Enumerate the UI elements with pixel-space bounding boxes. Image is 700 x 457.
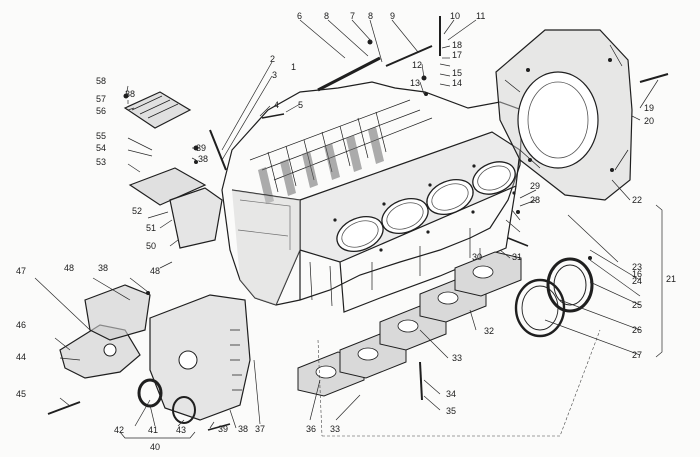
tie-rods [47, 16, 669, 431]
callout-label: 47 [16, 266, 26, 276]
callout-label: 21 [666, 274, 676, 284]
callout-label: 11 [476, 11, 485, 21]
flywheel-housing [495, 29, 633, 201]
callout-label: 13 [410, 78, 420, 88]
callout-label: 38 [98, 263, 108, 273]
seal-rings [514, 257, 594, 338]
callout-label: 50 [146, 241, 156, 251]
callout-label: 32 [484, 326, 494, 336]
callout-label: 39 [196, 143, 206, 153]
callout-label: 29 [530, 181, 540, 191]
cylinder-block [221, 81, 523, 313]
leader-lines [34, 19, 659, 429]
callout-label: 20 [644, 116, 654, 126]
callout-label: 28 [530, 195, 540, 205]
timing-cover [149, 294, 251, 421]
callout-label: 34 [446, 389, 456, 399]
callout-label: 53 [96, 157, 106, 167]
callout-label: 26 [632, 325, 642, 335]
callout-label: 48 [150, 266, 160, 276]
callout-label: 55 [96, 131, 106, 141]
callout-label: 8 [324, 11, 329, 21]
callout-label: 35 [446, 406, 456, 416]
callouts: 1 2 3 4 5 6 7 8 8 9 10 11 12 13 14 15 16… [16, 11, 676, 452]
cover-plates [123, 91, 223, 249]
callout-label: 14 [452, 78, 462, 88]
callout-label: 36 [306, 424, 316, 434]
callout-label: 40 [150, 442, 160, 452]
callout-label: 12 [412, 60, 422, 70]
callout-label: 1 [291, 62, 296, 72]
bracket-21 [655, 204, 663, 358]
callout-label: 3 [272, 70, 277, 80]
callout-label: 33 [452, 353, 462, 363]
guide-lines [317, 329, 601, 437]
callout-label: 54 [96, 143, 106, 153]
callout-label: 18 [452, 40, 462, 50]
callout-label: 37 [255, 424, 265, 434]
bracket-40 [119, 431, 196, 439]
callout-label: 19 [644, 103, 654, 113]
callout-label: 23 [632, 262, 642, 272]
callout-label: 25 [632, 300, 642, 310]
callout-label: 57 [96, 94, 106, 104]
callout-label: 30 [472, 252, 482, 262]
callout-label: 5 [298, 100, 303, 110]
callout-label: 46 [16, 320, 26, 330]
callout-label: 42 [114, 425, 124, 435]
callout-label: 58 [96, 76, 106, 86]
callout-label: 44 [16, 352, 26, 362]
callout-label: 27 [632, 350, 642, 360]
callout-label: 15 [452, 68, 462, 78]
callout-label: 38 [238, 424, 248, 434]
callout-label: 38 [125, 89, 135, 99]
callout-label: 52 [132, 206, 142, 216]
callout-label: 45 [16, 389, 26, 399]
bracket-assembly [59, 284, 151, 379]
callout-label: 33 [330, 424, 340, 434]
callout-label: 6 [297, 11, 302, 21]
callout-label: 2 [270, 54, 275, 64]
callout-label: 48 [64, 263, 74, 273]
callout-label: 16 [632, 269, 642, 279]
callout-label: 38 [198, 154, 208, 164]
callout-label: 51 [146, 223, 156, 233]
callout-label: 56 [96, 106, 106, 116]
callout-label: 22 [632, 195, 642, 205]
callout-label: 24 [632, 276, 642, 286]
callout-label: 8 [368, 11, 373, 21]
callout-label: 4 [274, 100, 279, 110]
callout-label: 7 [350, 11, 355, 21]
callout-label: 31 [512, 252, 522, 262]
callout-label: 10 [450, 11, 460, 21]
callout-label: 41 [148, 425, 158, 435]
callout-label: 43 [176, 425, 186, 435]
callout-label: 17 [452, 50, 462, 60]
callout-label: 9 [390, 11, 395, 21]
callout-label: 39 [218, 424, 228, 434]
